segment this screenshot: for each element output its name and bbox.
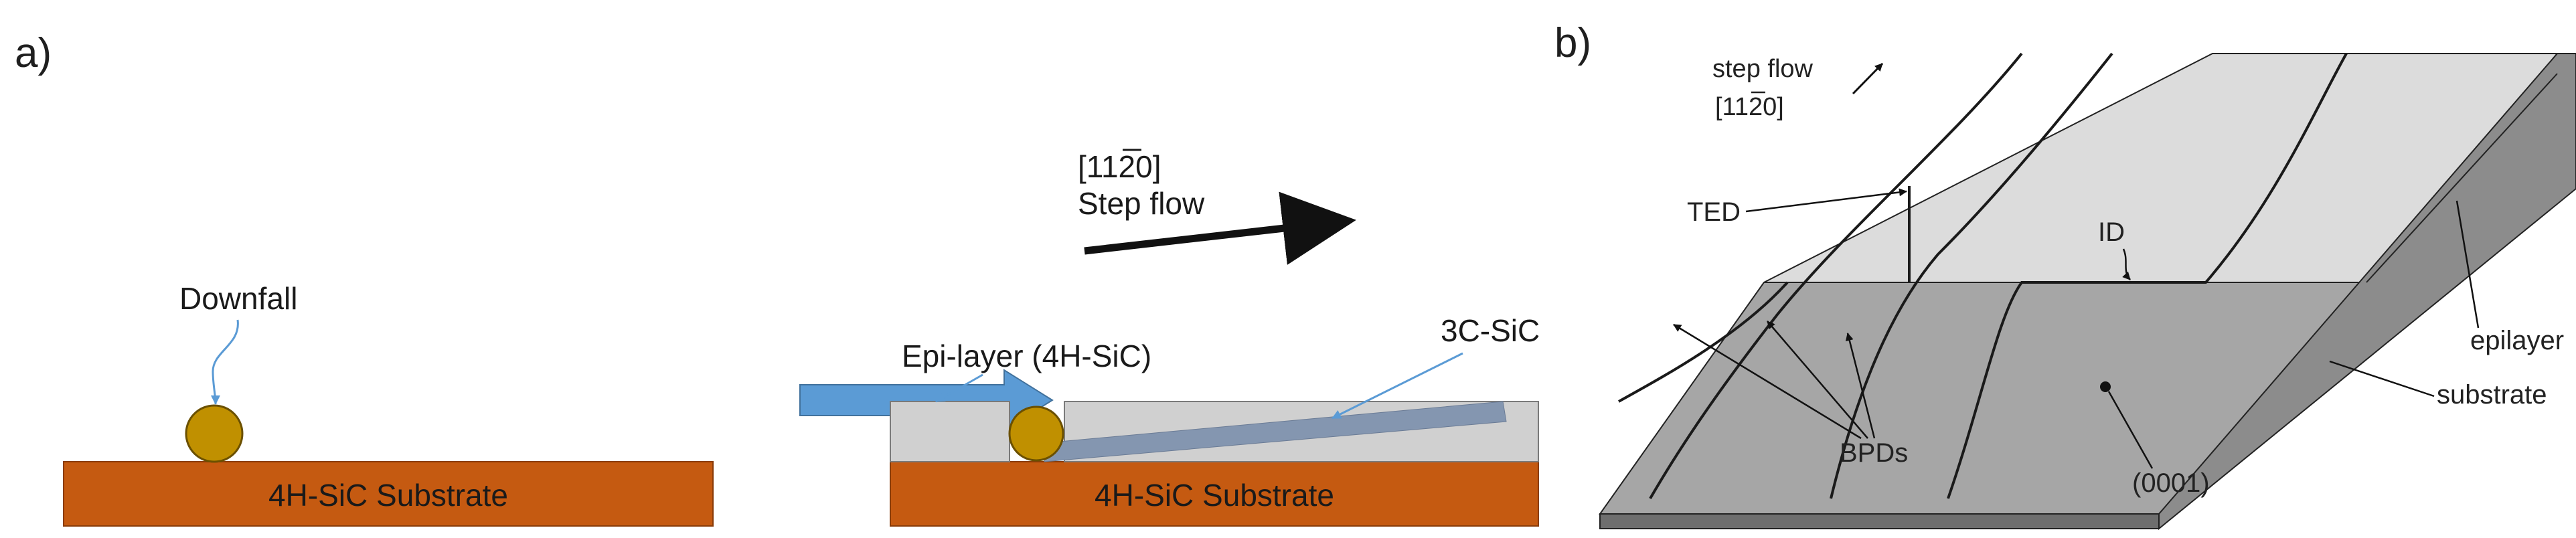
bpd-line-3 xyxy=(1830,52,2113,499)
bpd-line-2 xyxy=(1649,52,2023,500)
substrate-right-label: 4H-SiC Substrate xyxy=(1095,478,1334,513)
epi-layer-label: Epi-layer (4H-SiC) xyxy=(902,339,1151,373)
3c-sic-callout xyxy=(1332,352,1463,420)
bpds-callout-3 xyxy=(1845,333,1876,439)
bpds-callout-1 xyxy=(1673,323,1862,440)
bpds-label: BPDs xyxy=(1840,438,1908,468)
substrate-right xyxy=(890,461,1539,527)
direction-prefix-b: [11 xyxy=(1715,93,1749,121)
panel-b-tag: b) xyxy=(1554,20,1591,66)
plane-marker xyxy=(2100,381,2111,392)
epilayer-side-boundary xyxy=(2366,73,2558,283)
dislocation-lines xyxy=(1618,52,2348,500)
epilayer-callout xyxy=(2456,200,2480,329)
step-flow-arrow-b xyxy=(1852,62,1884,95)
panel-a: a) 4H-SiC Substrate Downfall 4H-SiC Subs… xyxy=(15,30,1540,527)
epilayer-label: epilayer xyxy=(2470,326,2564,355)
direction-prefix-a: [11 xyxy=(1078,149,1119,184)
epi-layer-callout xyxy=(935,373,983,403)
svg-text:[1120]: [1120] xyxy=(1715,93,1784,121)
scene-after: 4H-SiC Substrate Epi-layer (4H-SiC) 3C-S… xyxy=(890,149,1540,527)
substrate-callout xyxy=(2329,360,2435,397)
direction-tail-b: 0] xyxy=(1763,93,1784,121)
downfall-label: Downfall xyxy=(179,281,297,316)
id-callout xyxy=(2122,248,2131,280)
direction-tail-a: 0] xyxy=(1135,149,1161,184)
panel-b: b) step flow [1120] TED ID ep xyxy=(1554,20,2576,531)
direction-digit-b: 2 xyxy=(1749,93,1763,121)
block-side-face xyxy=(2158,53,2576,531)
substrate-label: substrate xyxy=(2437,380,2547,410)
step-flow-label-a: Step flow xyxy=(1078,186,1205,221)
id-line xyxy=(1947,53,2348,499)
downfall-particle xyxy=(185,404,244,463)
id-label: ID xyxy=(2098,217,2125,247)
epi-layer-left-block xyxy=(890,401,1010,462)
downfall-callout xyxy=(210,319,239,405)
ted-callout xyxy=(1745,188,1907,213)
panel-a-tag: a) xyxy=(15,30,52,76)
step-flow-label-b: step flow xyxy=(1712,55,1814,83)
bpd-line-1 xyxy=(1618,281,1789,403)
direction-label-b: step flow [1120] xyxy=(1712,55,1884,121)
plane-label: (0001) xyxy=(2132,468,2210,498)
svg-text:[1120]: [1120] xyxy=(1078,149,1161,184)
plane-callout xyxy=(2107,391,2154,469)
step-flow-arrow-a xyxy=(1084,191,1356,265)
ted-label: TED xyxy=(1687,197,1741,227)
bpds-callout-2 xyxy=(1767,321,1868,439)
substrate-left xyxy=(63,461,714,527)
scene-before: 4H-SiC Substrate Downfall xyxy=(63,281,714,527)
direction-label-a: [1120] xyxy=(1078,149,1161,184)
embedded-particle xyxy=(1008,406,1064,462)
substrate-left-label: 4H-SiC Substrate xyxy=(268,478,508,513)
block-front-face xyxy=(1599,513,2160,529)
3c-sic-label: 3C-SiC xyxy=(1441,313,1540,348)
direction-digit-a: 2 xyxy=(1119,149,1136,184)
